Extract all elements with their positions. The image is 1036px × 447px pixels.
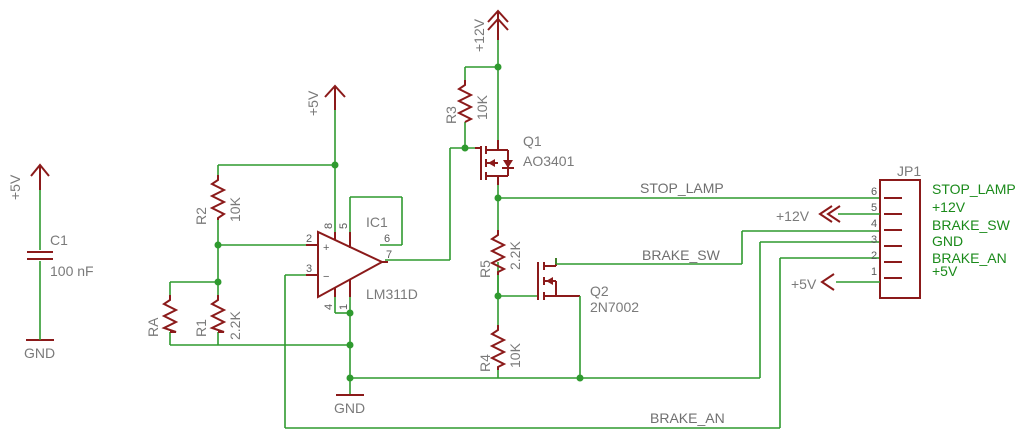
q2-ref-label: Q2 xyxy=(590,283,609,299)
connector-body xyxy=(879,179,921,299)
svg-text:3: 3 xyxy=(306,263,312,275)
jp1-supply12-label: +12V xyxy=(776,208,810,224)
r1-value-label: 2.2K xyxy=(227,311,243,340)
ic1-supply-label: +5V xyxy=(305,90,321,116)
resistor-ra: RA xyxy=(145,295,179,337)
svg-text:1: 1 xyxy=(338,304,350,310)
q1-ref-label: Q1 xyxy=(523,133,542,149)
svg-text:2: 2 xyxy=(306,233,312,245)
resistor-r3: R3 10K xyxy=(443,80,490,124)
jp1-ref-label: JP1 xyxy=(897,163,921,179)
connector-pin-number: 4 xyxy=(871,218,877,230)
net-label-brake-sw: BRAKE_SW xyxy=(642,247,721,263)
connector-pin-label: BRAKE_SW xyxy=(932,217,1011,233)
r2-ref-label: R2 xyxy=(193,207,209,225)
connector-pin-number: 2 xyxy=(871,250,877,262)
resistor-r2: R2 10K xyxy=(193,175,243,225)
svg-text:6: 6 xyxy=(384,233,390,245)
high-side-switch: +12V xyxy=(464,9,880,325)
capacitor-c1: +5V C1 100 nF GND xyxy=(7,163,94,361)
q2-value-label: 2N7002 xyxy=(590,299,639,315)
mosfet-q1: Q1 AO3401 xyxy=(475,133,575,185)
connector-pin-number: 5 xyxy=(871,202,877,214)
connector-pin-number: 3 xyxy=(871,234,877,246)
net-label-brake-an: BRAKE_AN xyxy=(650,410,725,426)
ic1-ground-label: GND xyxy=(334,400,365,416)
svg-text:7: 7 xyxy=(386,249,392,261)
mosfet-q2: Q2 2N7002 xyxy=(498,230,880,378)
svg-text:8: 8 xyxy=(323,223,335,229)
connector-pin-label: GND xyxy=(932,233,963,249)
r4-value-label: 10K xyxy=(507,342,523,368)
comparator-ic1: + − 2 3 8 5 4 1 6 7 IC1 LM311D +5V GND xyxy=(305,90,418,416)
junction-dots xyxy=(214,63,584,382)
r3-ref-label: R3 xyxy=(443,106,459,124)
r1-ref-label: R1 xyxy=(193,319,209,337)
svg-text:5: 5 xyxy=(338,223,350,229)
svg-text:+: + xyxy=(323,242,329,254)
ra-ref-label: RA xyxy=(145,317,161,337)
connector-pin-label: +12V xyxy=(932,199,966,215)
resistor-r4: R4 10K xyxy=(477,325,523,378)
r2-value-label: 10K xyxy=(227,196,243,222)
q1-value-label: AO3401 xyxy=(523,153,575,169)
connector-pin-label: STOP_LAMP xyxy=(932,181,1016,197)
connector-pin-label: +5V xyxy=(932,263,958,279)
r5-value-label: 2.2K xyxy=(507,241,523,270)
ic1-value-label: LM311D xyxy=(366,286,418,302)
svg-text:4: 4 xyxy=(323,304,335,310)
connector-pin-label: BRAKE_AN xyxy=(932,250,1007,266)
c1-ref-label: C1 xyxy=(50,232,68,248)
svg-text:−: − xyxy=(323,271,329,283)
r3-value-label: 10K xyxy=(474,94,490,120)
r5-ref-label: R5 xyxy=(477,260,493,278)
net-label-stop-lamp: STOP_LAMP xyxy=(640,180,724,196)
r4-ref-label: R4 xyxy=(477,354,493,372)
c1-value-label: 100 nF xyxy=(50,263,94,279)
connector-pin-number: 6 xyxy=(871,186,877,198)
jp1-supply5-label: +5V xyxy=(791,276,817,292)
connector-pin-number: 1 xyxy=(871,266,877,278)
resistor-r5: R5 2.2K xyxy=(477,230,523,296)
c1-supply-label: +5V xyxy=(7,174,23,200)
q1-supply-label: +12V xyxy=(471,18,487,52)
c1-ground-label: GND xyxy=(24,345,55,361)
ic1-ref-label: IC1 xyxy=(366,214,388,230)
resistor-r1: R1 2.2K xyxy=(193,295,243,340)
connector-jp1: 654321STOP_LAMP+12VBRAKE_SWGNDBRAKE_AN+5… xyxy=(776,163,1016,299)
